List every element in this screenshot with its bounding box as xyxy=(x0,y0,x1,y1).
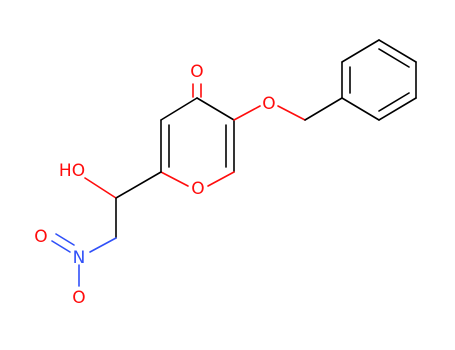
benzene-bond-2 xyxy=(341,39,380,63)
nitro-group xyxy=(51,233,80,287)
bond-c4-c5 xyxy=(196,97,235,121)
ring-oxygen-label: O xyxy=(191,179,204,199)
bond-n-o-top-b xyxy=(55,233,75,246)
benzene-bond-6 xyxy=(341,97,380,121)
benzene-bond-5-double xyxy=(378,92,410,112)
bond-c5-ether-o xyxy=(233,105,261,121)
side-chain xyxy=(84,171,162,253)
nitro-oxygen-top-label: O xyxy=(34,227,47,247)
ketone-oxygen-label: O xyxy=(190,62,203,82)
ketone-group xyxy=(192,83,202,98)
bond-ch2-n xyxy=(89,237,117,253)
bond-c3-c4 xyxy=(160,97,198,121)
bond-ch2-ipso xyxy=(304,97,343,121)
benzene-ring xyxy=(341,39,417,121)
hydroxyl-label: HO xyxy=(59,161,85,181)
bond-c2-choh xyxy=(115,171,162,199)
benzene-bond-3-double xyxy=(378,48,410,68)
bond-c6-ring-o xyxy=(207,171,235,187)
bond-ether-o-ch2 xyxy=(277,105,306,121)
nitro-nitrogen-label: N xyxy=(73,248,86,268)
atom-labels: O O O HO N O O xyxy=(34,62,275,308)
pyranone-ring xyxy=(160,97,235,187)
bond-ring-o-c2 xyxy=(160,171,189,187)
bond-choh-oh xyxy=(84,177,117,199)
benzene-bond-3 xyxy=(378,39,417,63)
benzyloxy-group xyxy=(233,97,343,121)
nitro-oxygen-bottom-label: O xyxy=(72,288,85,308)
bond-n-o-top-a xyxy=(51,240,71,253)
benzene-bond-5 xyxy=(378,97,417,121)
ether-oxygen-label: O xyxy=(262,94,275,114)
